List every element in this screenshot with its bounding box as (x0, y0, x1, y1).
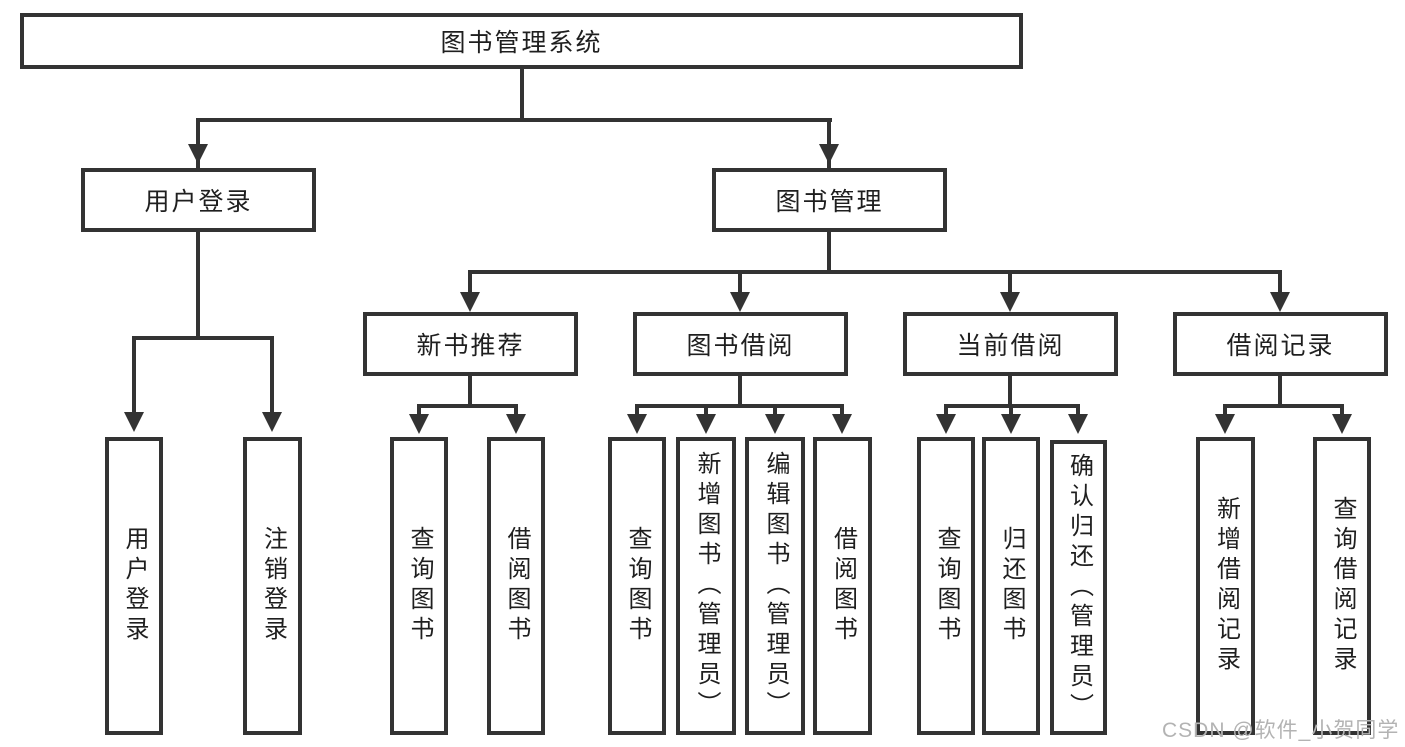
leaf-bor-edit-books-label: 编辑图书（管理员） (762, 451, 789, 721)
connector-cur-stem (1008, 376, 1012, 406)
leaf-rec-query-books: 查询图书 (390, 437, 448, 735)
arrowhead-to-rec-query (409, 414, 429, 434)
leaf-rcd-add-record: 新增借阅记录 (1196, 437, 1255, 735)
node-current-borrowing: 当前借阅 (903, 312, 1118, 376)
leaf-bor-query-books-label: 查询图书 (624, 526, 651, 646)
connector-to-cur-return (1009, 404, 1013, 418)
connector-to-current-borrowing (1008, 270, 1012, 298)
arrowhead-to-leaf-login (124, 412, 144, 432)
node-book-borrowing: 图书借阅 (633, 312, 848, 376)
arrowhead-to-cur-confirm (1068, 414, 1088, 434)
connector-to-leaf-logout (270, 336, 274, 416)
connector-to-user-login (196, 118, 200, 168)
connector-to-new-book-recommend (468, 270, 472, 298)
leaf-bor-borrow-books-label: 借阅图书 (829, 526, 857, 646)
node-root: 图书管理系统 (20, 13, 1023, 69)
connector-level2-rail (197, 118, 832, 122)
connector-to-borrowing-records (1278, 270, 1282, 298)
connector-to-cur-confirm (1076, 404, 1080, 418)
leaf-rcd-add-record-label: 新增借阅记录 (1212, 496, 1240, 676)
connector-to-cur-query (944, 404, 948, 418)
csdn-watermark: CSDN @软件_小贺同学 (1162, 719, 1400, 742)
connector-to-bor-edit (773, 404, 777, 418)
node-borrowing-records-label: 借阅记录 (1226, 332, 1335, 360)
leaf-rcd-query-record: 查询借阅记录 (1313, 437, 1371, 735)
node-current-borrowing-label: 当前借阅 (956, 332, 1065, 360)
arrowhead-to-cur-query (936, 414, 956, 434)
connector-to-bor-add (704, 404, 708, 418)
connector-to-rec-query (417, 404, 421, 418)
arrowhead-to-current-borrowing (1000, 292, 1020, 312)
leaf-rcd-query-record-label: 查询借阅记录 (1329, 496, 1356, 676)
node-borrowing-records: 借阅记录 (1173, 312, 1388, 376)
connector-to-rcd-add (1223, 404, 1227, 418)
node-book-management-label: 图书管理 (775, 188, 884, 216)
leaf-cur-confirm-return-label: 确认归还（管理员） (1065, 452, 1093, 723)
arrowhead-to-new-book-recommend (460, 292, 480, 312)
leaf-user-login-label: 用户登录 (121, 526, 148, 646)
leaf-bor-add-books-label: 新增图书（管理员） (693, 451, 720, 721)
arrowhead-to-bor-query (627, 414, 647, 434)
leaf-rec-query-books-label: 查询图书 (406, 526, 433, 646)
node-user-login: 用户登录 (81, 168, 316, 232)
leaf-cur-return-books: 归还图书 (982, 437, 1040, 735)
connector-user-login-rail (134, 336, 273, 340)
arrowhead-to-borrowing-records (1270, 292, 1290, 312)
connector-to-leaf-login (132, 336, 136, 416)
arrowhead-to-rcd-add (1215, 414, 1235, 434)
leaf-user-login: 用户登录 (105, 437, 163, 735)
connector-to-bor-query (635, 404, 639, 418)
leaf-cur-return-books-label: 归还图书 (998, 526, 1025, 646)
arrowhead-to-book-management (819, 144, 839, 164)
node-book-management: 图书管理 (712, 168, 947, 232)
node-new-book-recommend: 新书推荐 (363, 312, 578, 376)
leaf-logout: 注销登录 (243, 437, 302, 735)
connector-root-stem (520, 69, 524, 120)
connector-to-rcd-query (1340, 404, 1344, 418)
leaf-bor-borrow-books: 借阅图书 (813, 437, 872, 735)
leaf-bor-query-books: 查询图书 (608, 437, 666, 735)
leaf-rec-borrow-books-label: 借阅图书 (503, 526, 530, 646)
connector-user-login-stem (196, 232, 200, 338)
leaf-logout-label: 注销登录 (259, 526, 287, 646)
leaf-bor-edit-books: 编辑图书（管理员） (745, 437, 805, 735)
node-root-label: 图书管理系统 (440, 29, 603, 57)
arrowhead-to-leaf-logout (262, 412, 282, 432)
arrowhead-to-user-login (188, 144, 208, 164)
arrowhead-to-bor-add (696, 414, 716, 434)
connector-to-bor-borrow (840, 404, 844, 418)
node-user-login-label: 用户登录 (144, 188, 253, 216)
connector-book-mgmt-stem (827, 232, 831, 272)
connector-rcd-rail (1225, 404, 1342, 408)
connector-to-book-management (827, 118, 831, 168)
connector-bor-stem (738, 376, 742, 406)
arrowhead-to-rec-borrow (506, 414, 526, 434)
leaf-bor-add-books: 新增图书（管理员） (676, 437, 736, 735)
connector-to-rec-borrow (514, 404, 518, 418)
arrowhead-to-bor-borrow (832, 414, 852, 434)
arrowhead-to-rcd-query (1332, 414, 1352, 434)
connector-rec-stem (468, 376, 472, 406)
connector-rcd-stem (1278, 376, 1282, 406)
leaf-cur-confirm-return: 确认归还（管理员） (1050, 440, 1107, 735)
connector-rec-rail (419, 404, 516, 408)
arrowhead-to-book-borrowing (730, 292, 750, 312)
leaf-cur-query-books-label: 查询图书 (933, 526, 960, 646)
arrowhead-to-bor-edit (765, 414, 785, 434)
node-new-book-recommend-label: 新书推荐 (416, 332, 525, 360)
connector-level3-rail (470, 270, 1281, 274)
leaf-cur-query-books: 查询图书 (917, 437, 975, 735)
connector-to-book-borrowing (738, 270, 742, 298)
arrowhead-to-cur-return (1001, 414, 1021, 434)
leaf-rec-borrow-books: 借阅图书 (487, 437, 545, 735)
node-book-borrowing-label: 图书借阅 (686, 332, 795, 360)
connector-bor-rail (637, 404, 843, 408)
